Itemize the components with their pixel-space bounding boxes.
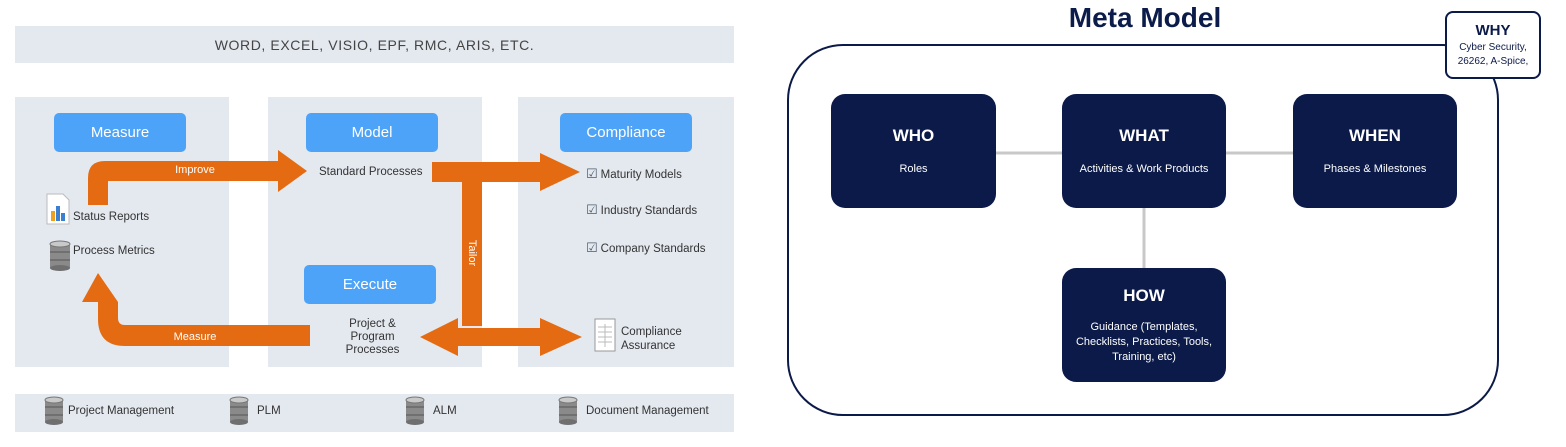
- industry-standards-item: ☑Industry Standards: [586, 202, 697, 218]
- improve-arrow: [88, 150, 307, 205]
- assurance-line-1: Compliance: [621, 326, 682, 338]
- database-icon: [229, 396, 249, 425]
- how-heading: HOW: [1123, 286, 1165, 305]
- database-icon: [405, 396, 425, 425]
- system-alm: ALM: [405, 396, 457, 426]
- what-box[interactable]: WHAT Activities & Work Products: [1062, 94, 1226, 208]
- who-subtitle: Roles: [899, 163, 928, 175]
- improve-label: Improve: [175, 164, 215, 176]
- how-subtitle: Guidance (Templates, Checklists, Practic…: [1062, 320, 1226, 365]
- why-subtitle: Cyber Security, 26262, A-Spice,: [1447, 41, 1539, 69]
- how-subtitle-line-3: Training, etc): [1112, 351, 1176, 363]
- how-subtitle-line-2: Checklists, Practices, Tools,: [1075, 336, 1213, 348]
- company-standards-label: Company Standards: [600, 243, 706, 255]
- report-icon: [46, 193, 70, 225]
- why-box[interactable]: WHY Cyber Security, 26262, A-Spice,: [1445, 11, 1541, 79]
- measure-label: Measure: [173, 331, 217, 343]
- execute-line-2: Program: [350, 331, 395, 343]
- tools-band: [15, 26, 734, 63]
- meta-model-title: Meta Model: [1068, 2, 1222, 33]
- meta-model-container: [787, 44, 1499, 416]
- execute-to-assurance-arrow: [420, 318, 582, 356]
- what-heading: WHAT: [1119, 126, 1169, 145]
- system-project-management: Project Management: [44, 396, 174, 426]
- system-label: PLM: [257, 405, 281, 417]
- why-subtitle-line-1: Cyber Security,: [1459, 42, 1527, 53]
- system-label: ALM: [433, 405, 457, 417]
- compliance-button[interactable]: Compliance: [560, 113, 692, 152]
- why-subtitle-line-2: 26262, A-Spice,: [1457, 56, 1529, 67]
- checkbox-icon: ☑: [586, 166, 598, 181]
- what-subtitle: Activities & Work Products: [1079, 163, 1209, 175]
- maturity-models-item: ☑Maturity Models: [586, 166, 682, 182]
- assurance-line-2: Assurance: [621, 340, 676, 352]
- system-document-management: Document Management: [558, 396, 709, 426]
- industry-standards-label: Industry Standards: [600, 205, 698, 217]
- tailor-arrow: [456, 162, 482, 326]
- system-label: Document Management: [586, 405, 709, 417]
- checkbox-icon: ☑: [586, 240, 598, 255]
- how-subtitle-line-1: Guidance (Templates,: [1090, 321, 1198, 333]
- database-icon: [44, 396, 64, 425]
- why-heading: WHY: [1475, 22, 1511, 39]
- who-heading: WHO: [892, 126, 935, 145]
- execute-line-1: Project &: [349, 318, 396, 330]
- when-box[interactable]: WHEN Phases & Milestones: [1293, 94, 1457, 208]
- system-plm: PLM: [229, 396, 281, 426]
- spreadsheet-icon: [594, 318, 616, 352]
- status-reports-label: Status Reports: [73, 211, 150, 223]
- system-label: Project Management: [68, 405, 175, 417]
- database-icon: [49, 240, 71, 271]
- model-button[interactable]: Model: [306, 113, 438, 152]
- when-heading: WHEN: [1349, 126, 1401, 145]
- database-icon: [558, 396, 578, 425]
- systems-band: [15, 394, 734, 432]
- compliance-assurance-label: Compliance Assurance: [621, 325, 682, 353]
- how-box[interactable]: HOW Guidance (Templates, Checklists, Pra…: [1062, 268, 1226, 382]
- checkbox-icon: ☑: [586, 202, 598, 217]
- measure-arrow: [82, 273, 310, 346]
- standard-processes-label: Standard Processes: [319, 166, 423, 178]
- company-standards-item: ☑Company Standards: [586, 240, 706, 256]
- process-metrics-label: Process Metrics: [73, 245, 155, 257]
- who-box[interactable]: WHO Roles: [831, 94, 996, 208]
- execute-line-3: Processes: [345, 344, 400, 356]
- when-subtitle: Phases & Milestones: [1323, 163, 1427, 175]
- tools-band-text: WORD, EXCEL, VISIO, EPF, RMC, ARIS, ETC.: [214, 37, 535, 53]
- execute-button[interactable]: Execute: [304, 265, 436, 304]
- measure-button[interactable]: Measure: [54, 113, 186, 152]
- execute-processes-label: Project & Program Processes: [325, 318, 420, 357]
- maturity-models-label: Maturity Models: [600, 169, 682, 181]
